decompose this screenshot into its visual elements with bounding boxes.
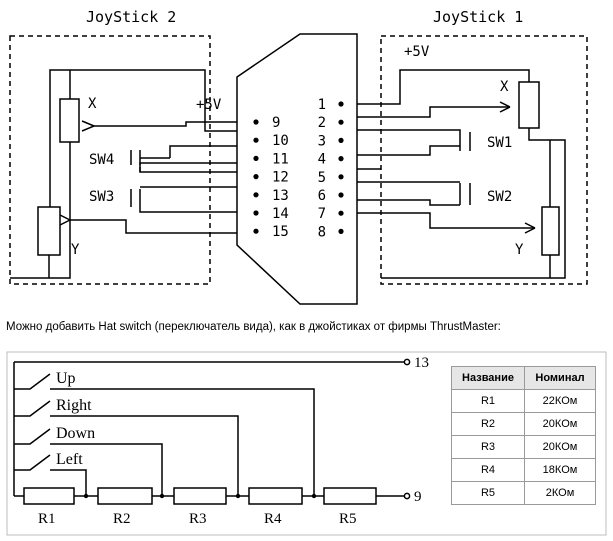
connector-pin-label: 7 xyxy=(318,206,326,222)
joystick2-sw3-label: SW3 xyxy=(89,189,114,205)
connector-pin-15 xyxy=(253,228,259,234)
table-cell-name: R4 xyxy=(451,458,525,482)
connector-pin-10 xyxy=(253,137,259,143)
connector-pin-11 xyxy=(253,155,259,161)
joystick1-sw2-label: SW2 xyxy=(487,189,512,205)
table-cell-name: R5 xyxy=(451,481,525,505)
hat-pin-9-label: 9 xyxy=(414,489,422,505)
resistor-label-r1: R1 xyxy=(38,511,56,527)
table-row: R1 22КОм xyxy=(451,389,596,413)
table-row: R5 2КОм xyxy=(451,481,596,505)
hat-switch-frame xyxy=(6,351,607,536)
table-cell-name: R1 xyxy=(451,389,525,413)
table-cell-value: 20КОм xyxy=(524,435,596,459)
connector-pin-14 xyxy=(253,210,259,216)
table-row: R3 20КОм xyxy=(451,435,596,459)
joystick2-pot-y xyxy=(37,206,61,256)
joystick2-pot-y-label: Y xyxy=(71,242,80,258)
resistor-label-r4: R4 xyxy=(264,511,282,527)
joystick1-pot-x xyxy=(518,81,540,129)
connector-pin-5 xyxy=(338,174,344,180)
hat-pin-13-label: 13 xyxy=(414,355,429,371)
joystick1-title: JoyStick 1 xyxy=(433,8,523,26)
connector-pin-2 xyxy=(338,119,344,125)
resistor-label-r5: R5 xyxy=(339,511,357,527)
connector-pin-label: 4 xyxy=(318,152,326,168)
hat-button-down: Down xyxy=(56,425,95,442)
connector-pin-label: 9 xyxy=(272,115,280,131)
connector-pin-label: 3 xyxy=(318,133,326,149)
joystick2-sw4-label: SW4 xyxy=(89,152,114,168)
joystick2-supply-label: +5V xyxy=(196,97,222,113)
db15-connector-outline xyxy=(236,33,358,305)
connector-pin-label: 2 xyxy=(318,115,326,131)
table-cell-value: 20КОм xyxy=(524,412,596,436)
joystick1-pot-y-label: Y xyxy=(515,242,524,258)
connector-pin-6 xyxy=(338,192,344,198)
joystick2-pot-x-label: X xyxy=(88,96,97,112)
connector-pin-8 xyxy=(338,228,344,234)
connector-pin-7 xyxy=(338,210,344,216)
connector-pin-label: 12 xyxy=(272,170,289,186)
connector-pin-9 xyxy=(253,119,259,125)
table-header-value: Номинал xyxy=(524,366,596,390)
table-cell-value: 2КОм xyxy=(524,481,596,505)
connector-pin-label: 13 xyxy=(272,188,289,204)
joystick1-pot-x-label: X xyxy=(500,79,509,95)
connector-pin-label: 5 xyxy=(318,170,326,186)
connector-pin-label: 1 xyxy=(318,97,326,113)
resistor-label-r3: R3 xyxy=(189,511,207,527)
table-row: R4 18КОм xyxy=(451,458,596,482)
connector-pin-label: 11 xyxy=(272,151,289,167)
table-cell-name: R2 xyxy=(451,412,525,436)
connector-pin-13 xyxy=(253,192,259,198)
joystick1-sw1-label: SW1 xyxy=(487,135,512,151)
resistor-table: Название Номинал R1 22КОм R2 20КОм R3 20… xyxy=(451,366,596,505)
hat-switch-caption: Можно добавить Hat switch (переключатель… xyxy=(6,321,501,333)
connector-pin-label: 15 xyxy=(272,224,289,240)
joystick1-supply-label: +5V xyxy=(404,44,430,60)
hat-button-left: Left xyxy=(56,451,83,468)
joystick2-title: JoyStick 2 xyxy=(86,8,176,26)
table-cell-name: R3 xyxy=(451,435,525,459)
table-header-name: Название xyxy=(451,366,525,390)
connector-pin-1 xyxy=(338,101,344,107)
connector-pin-label: 6 xyxy=(318,188,326,204)
connector-pin-3 xyxy=(338,137,344,143)
resistor-label-r2: R2 xyxy=(113,511,131,527)
joystick2-pot-x xyxy=(59,98,80,143)
hat-button-up: Up xyxy=(56,370,76,387)
connector-pin-4 xyxy=(338,156,344,162)
hat-button-right: Right xyxy=(56,397,92,414)
table-row: R2 20КОм xyxy=(451,412,596,436)
table-cell-value: 22КОм xyxy=(524,389,596,413)
connector-pin-12 xyxy=(253,174,259,180)
connector-pin-label: 10 xyxy=(272,133,289,149)
joystick2-frame xyxy=(9,35,211,285)
connector-pin-label: 8 xyxy=(318,224,326,240)
joystick1-pot-y xyxy=(541,206,560,256)
table-cell-value: 18КОм xyxy=(524,458,596,482)
connector-pin-label: 14 xyxy=(272,206,289,222)
joystick1-frame xyxy=(380,35,588,285)
